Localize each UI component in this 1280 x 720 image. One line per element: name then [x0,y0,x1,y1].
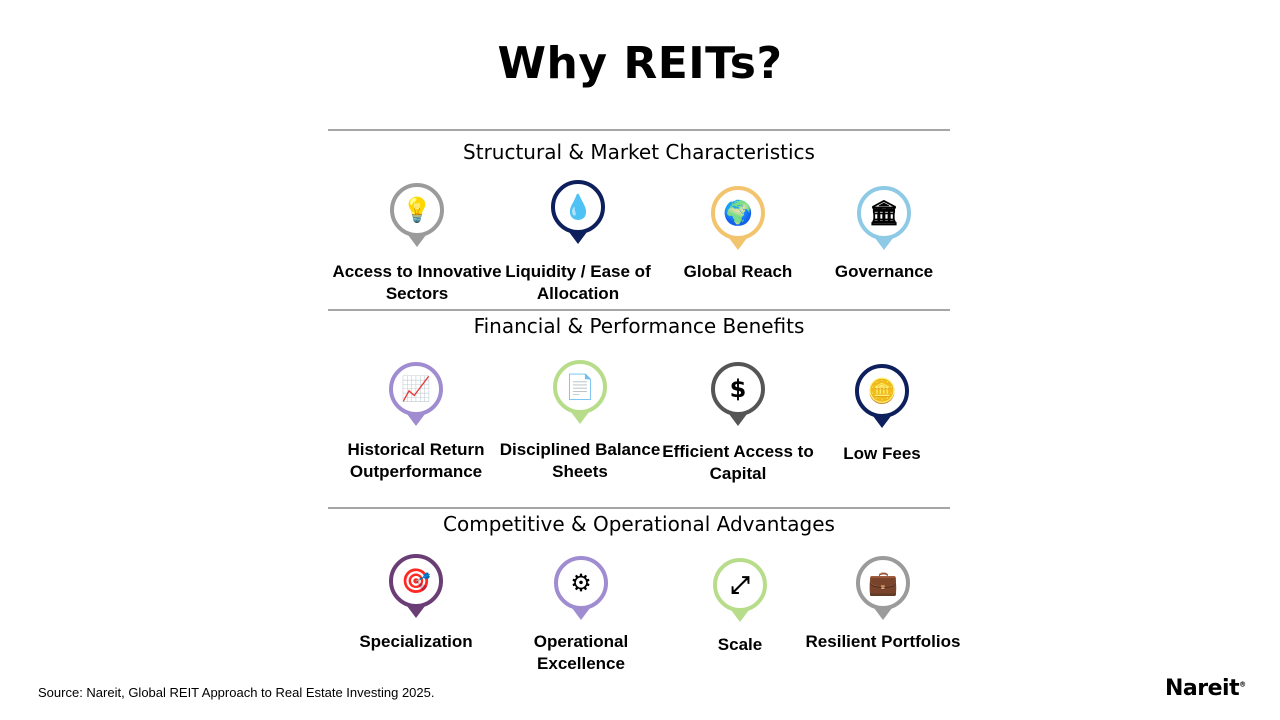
feature-label: Operational Excellence [533,632,629,673]
feature-scale: ⤢ Scale [655,558,825,654]
pin-circle: 🎯 [389,554,443,608]
divider [328,309,950,311]
pin-circle: ⤢ [713,558,767,612]
feature-label: Global Reach [683,262,793,281]
pin-circle: 📈 [389,362,443,416]
pin-circle: 💼 [856,556,910,610]
page-title: Why REITs? [497,38,783,89]
world-map-icon: 🌍 [723,199,753,227]
feature-governance: 🏛 Governance [799,186,969,281]
feature-historical-return-outperformance: 📈 Historical Return Outperformance [331,362,501,481]
feature-efficient-access-to-capital: $ Efficient Access to Capital [653,362,823,483]
feature-label: Low Fees [843,444,921,463]
pin-circle: 💧 [551,180,605,234]
logo-text: Nareit [1165,676,1240,701]
feature-label: Liquidity / Ease of Allocation [505,262,651,303]
pin-circle: 🪙 [855,364,909,418]
map-pin: 🎯 [389,554,443,622]
feature-label: Efficient Access to Capital [662,442,814,483]
feature-liquidity-ease-of-allocation: 💧 Liquidity / Ease of Allocation [493,180,663,303]
feature-label: Specialization [359,632,473,651]
feature-operational-excellence: ⚙ Operational Excellence [496,556,666,673]
pin-circle: 💡 [390,183,444,237]
map-pin: 💧 [551,180,605,248]
feature-low-fees: 🪙 Low Fees [797,364,967,463]
pin-circle: 📄 [553,360,607,414]
pin-circle: 🏛 [857,186,911,240]
feature-global-reach: 🌍 Global Reach [653,186,823,281]
growth-chart-icon: 📈 [401,375,431,403]
map-pin: $ [711,362,765,430]
map-pin: 💼 [856,556,910,624]
map-pin: 📈 [389,362,443,430]
briefcase-icon: 💼 [868,569,898,597]
nareit-logo: Nareit® [1165,676,1246,701]
map-pin: 💡 [390,183,444,251]
divider [328,129,950,131]
map-pin: 🌍 [711,186,765,254]
map-pin: 📄 [553,360,607,428]
government-building-icon: 🏛 [868,199,900,227]
map-pin: 🪙 [855,364,909,432]
section-heading-structural: Structural & Market Characteristics [463,140,815,164]
source-note: Source: Nareit, Global REIT Approach to … [38,685,435,700]
section-heading-competitive: Competitive & Operational Advantages [443,512,835,536]
feature-label: Resilient Portfolios [805,632,961,651]
feature-label: Historical Return Outperformance [347,440,485,481]
resize-icon: ⤢ [730,571,750,599]
map-pin: 🏛 [857,186,911,254]
pin-circle: $ [711,362,765,416]
divider [328,507,950,509]
feature-resilient-portfolios: 💼 Resilient Portfolios [798,556,968,651]
feature-label: Access to Innovative Sectors [332,262,502,303]
gear-arrow-icon: ⚙ [570,569,592,597]
lightbulb-icon: 💡 [402,196,432,224]
hand-coin-icon: 🪙 [867,377,897,405]
pin-circle: ⚙ [554,556,608,610]
feature-disciplined-balance-sheets: 📄 Disciplined Balance Sheets [495,360,665,481]
section-heading-financial: Financial & Performance Benefits [473,314,805,338]
droplet-icon: 💧 [563,193,593,221]
pin-circle: 🌍 [711,186,765,240]
feature-access-to-innovative-sectors: 💡 Access to Innovative Sectors [332,183,502,303]
feature-label: Governance [834,262,934,281]
map-pin: ⚙ [554,556,608,624]
feature-label: Disciplined Balance Sheets [499,440,661,481]
map-pin: ⤢ [713,558,767,626]
document-icon: 📄 [565,373,595,401]
feature-specialization: 🎯 Specialization [331,554,501,651]
target-icon: 🎯 [401,567,431,595]
feature-label: Scale [717,635,763,654]
dollar-icon: $ [729,375,747,403]
